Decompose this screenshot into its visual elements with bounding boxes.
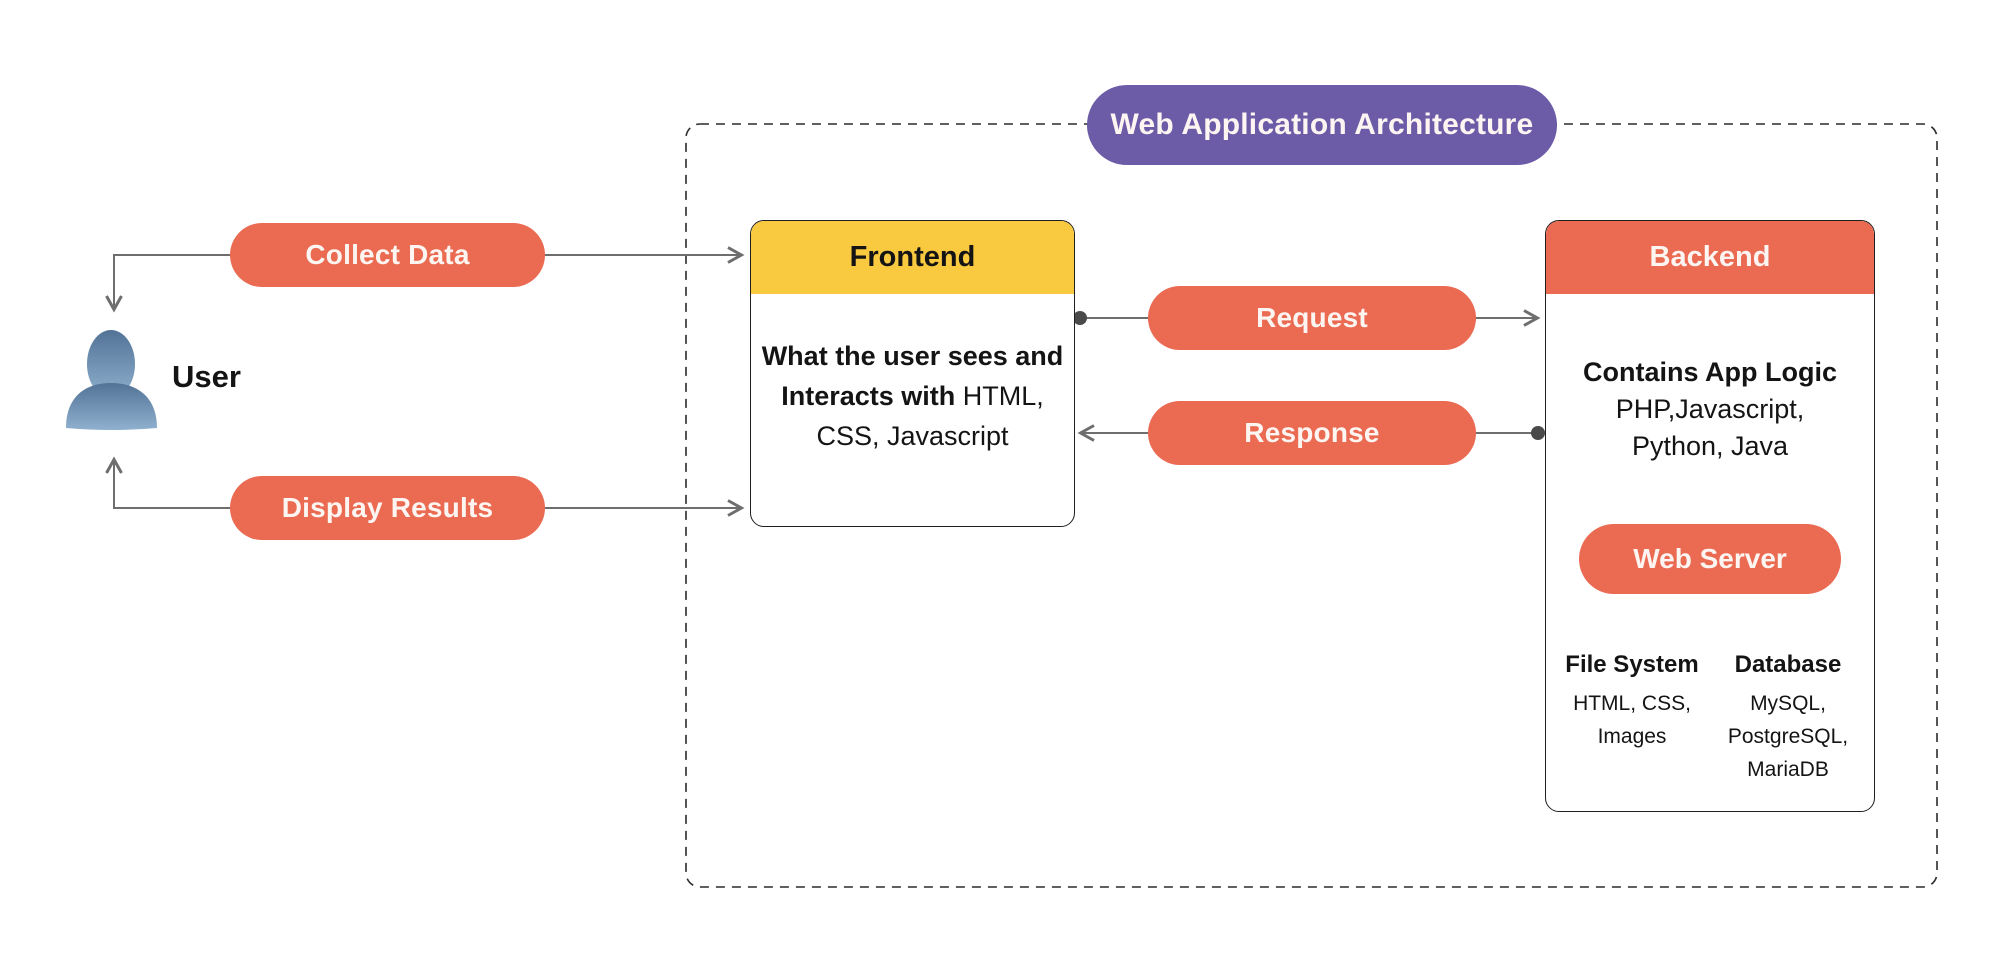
diagram-title-pill: Web Application Architecture (1087, 85, 1557, 165)
frontend-desc-reg-3: CSS, Javascript (816, 421, 1009, 451)
frontend-title: Frontend (849, 241, 976, 273)
backend-logic-line-1: PHP,Javascript, (1615, 394, 1805, 424)
backend-logic-line-2: Python, Java (1631, 431, 1789, 461)
database-heading: Database (1734, 651, 1842, 678)
file-system-section: File System HTML, CSS, Images (1554, 649, 1710, 786)
diagram-title: Web Application Architecture (1110, 108, 1534, 141)
frontend-desc-bold-1: What the user sees and (761, 341, 1064, 371)
database-line-2: PostgreSQL, (1727, 725, 1849, 748)
backend-title: Backend (1649, 241, 1771, 273)
request-origin-dot (1073, 311, 1087, 325)
request-label: Request (1256, 302, 1368, 333)
collect-data-label: Collect Data (305, 239, 470, 270)
backend-logic-block: Contains App Logic PHP,Javascript, Pytho… (1546, 294, 1874, 465)
frontend-header: Frontend (751, 221, 1074, 294)
backend-node: Backend Contains App Logic PHP,Javascrip… (1545, 220, 1875, 812)
file-system-line-1: HTML, CSS, (1573, 692, 1691, 715)
response-pill: Response (1148, 401, 1476, 465)
backend-header: Backend (1546, 221, 1874, 294)
database-line-1: MySQL, (1750, 692, 1826, 715)
file-system-line-2: Images (1597, 725, 1667, 748)
response-label: Response (1244, 417, 1380, 448)
frontend-description: What the user sees and Interacts with HT… (751, 294, 1074, 456)
frontend-desc-bold-2: Interacts with (781, 381, 956, 411)
collect-data-pill: Collect Data (230, 223, 545, 287)
web-server-label: Web Server (1633, 543, 1787, 574)
web-server-pill: Web Server (1579, 524, 1841, 594)
frontend-desc-reg-2: HTML, (962, 381, 1044, 411)
response-origin-dot (1531, 426, 1545, 440)
display-results-pill: Display Results (230, 476, 545, 540)
request-pill: Request (1148, 286, 1476, 350)
backend-logic-heading: Contains App Logic (1583, 357, 1837, 387)
backend-storage-columns: File System HTML, CSS, Images Database M… (1546, 639, 1874, 786)
user-icon (66, 330, 157, 430)
display-results-label: Display Results (281, 492, 494, 523)
database-section: Database MySQL, PostgreSQL, MariaDB (1710, 649, 1866, 786)
frontend-node: Frontend What the user sees and Interact… (750, 220, 1075, 527)
database-line-3: MariaDB (1747, 758, 1829, 781)
file-system-heading: File System (1565, 651, 1699, 678)
user-label: User (172, 359, 241, 394)
